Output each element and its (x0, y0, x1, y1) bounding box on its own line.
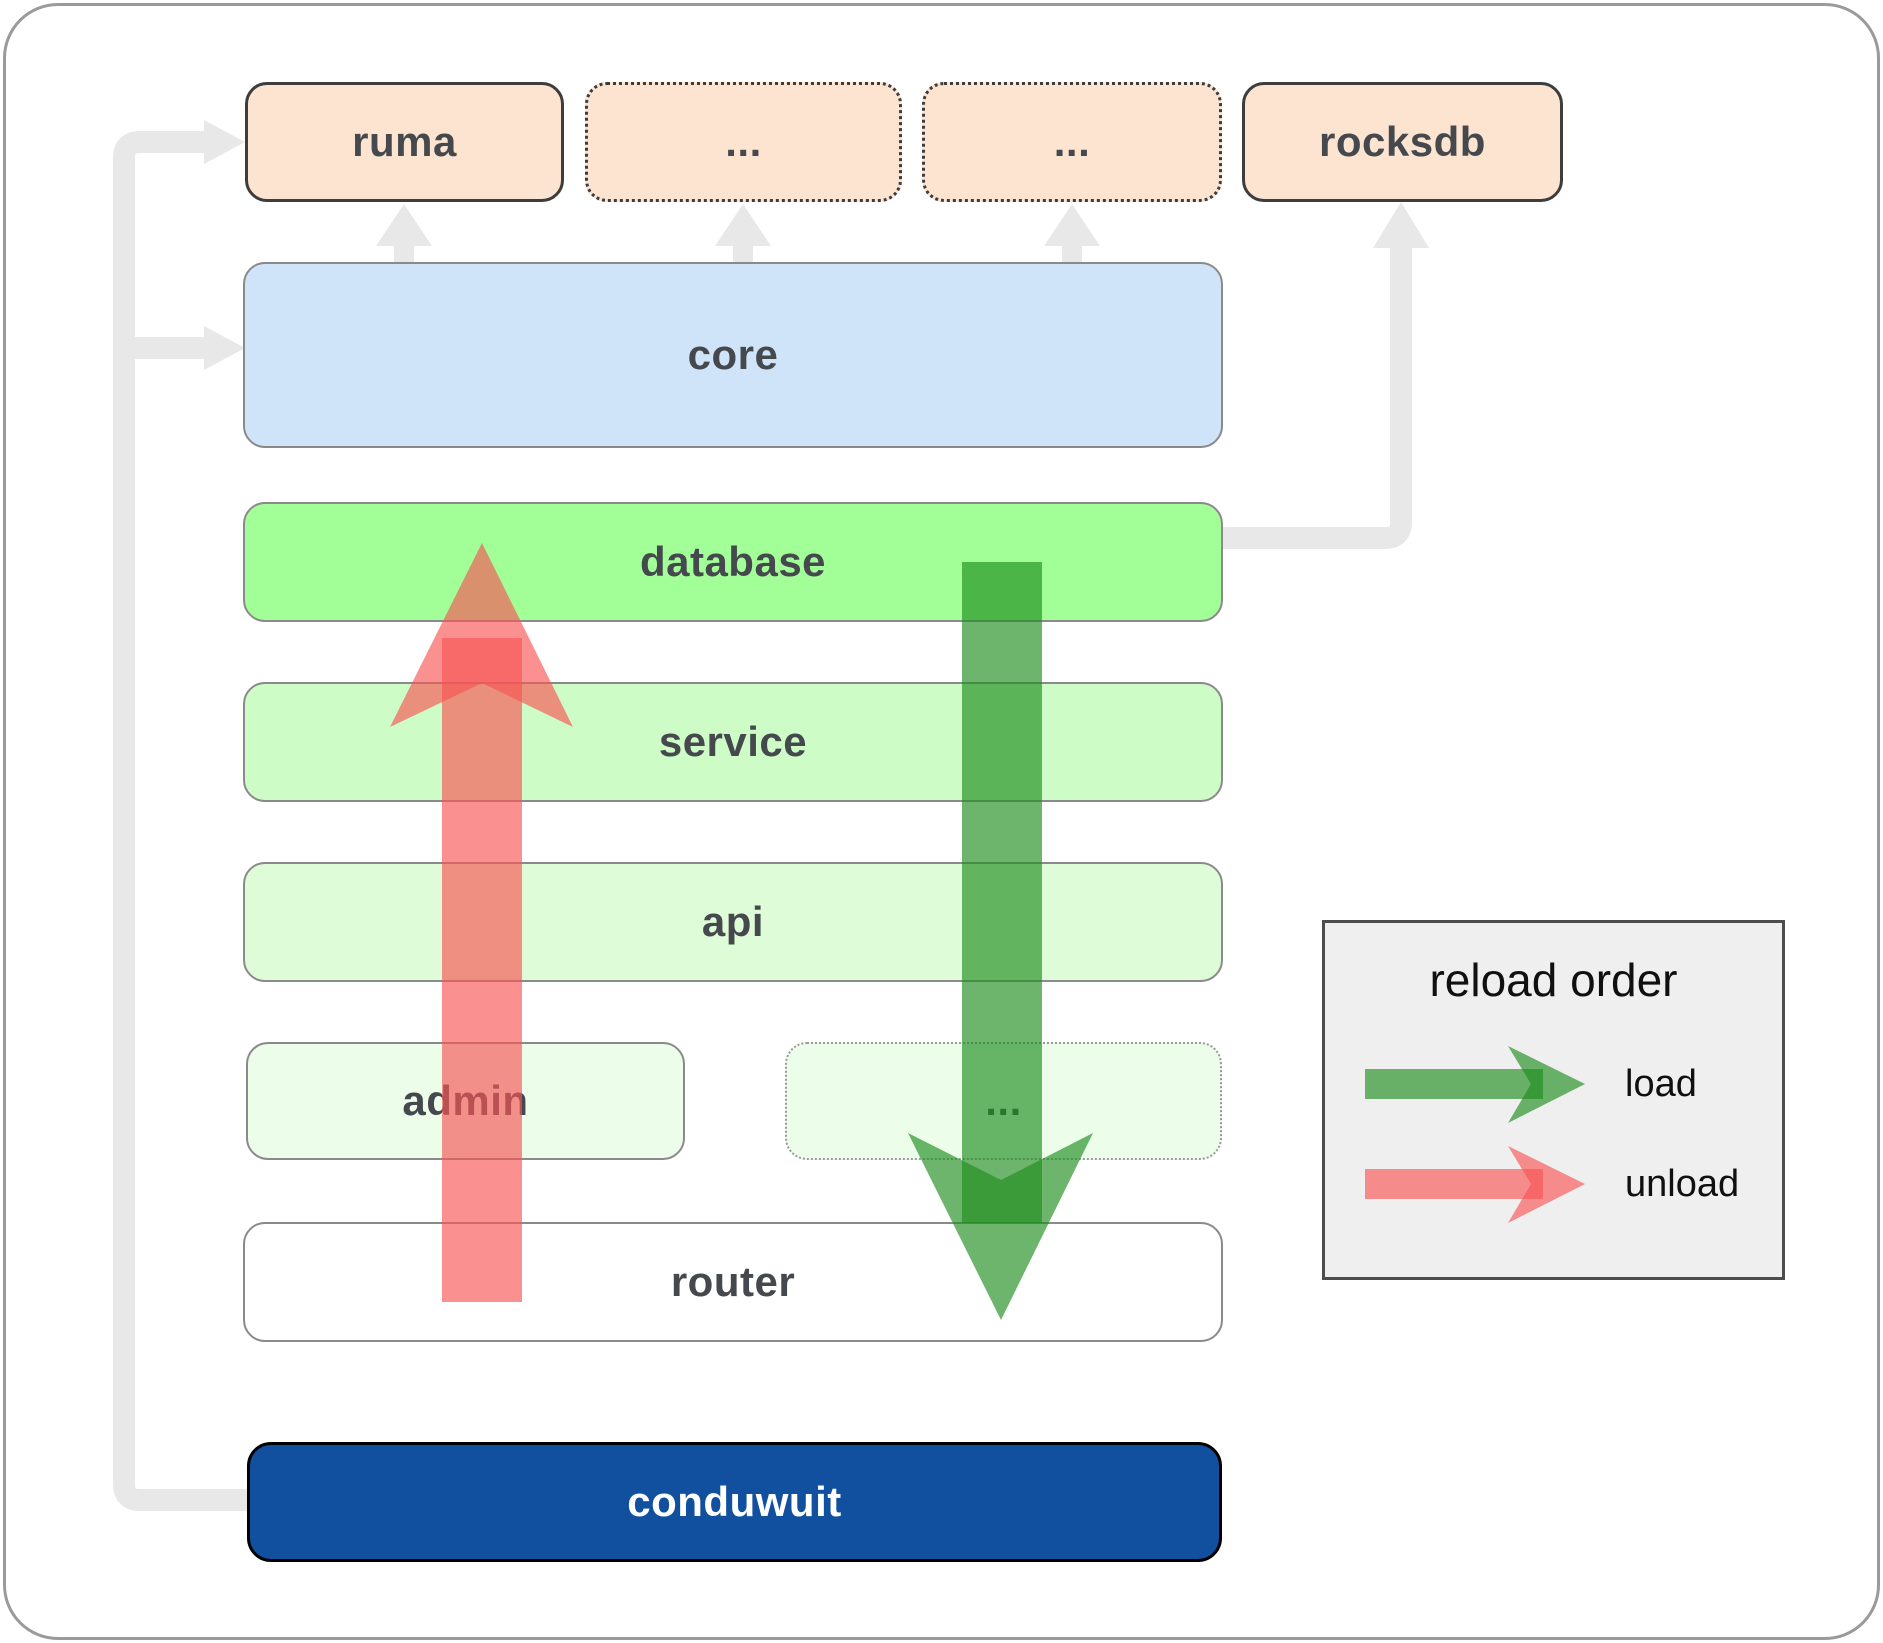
legend: reload order load unload (1322, 920, 1785, 1280)
box-core: core (243, 262, 1223, 448)
box-module-dots-b: ... (922, 82, 1222, 202)
legend-unload-arrow-icon (1365, 1146, 1585, 1223)
legend-item-load: load (1625, 1063, 1697, 1105)
connector-core-to-ruma (376, 204, 432, 264)
connector-conduwuit-to-ruma (113, 131, 250, 1511)
box-conduwuit: conduwuit (247, 1442, 1222, 1562)
box-rocksdb-label: rocksdb (1319, 118, 1486, 165)
box-module-dots-a: ... (585, 82, 902, 202)
connector-core-to-dots-b (1044, 204, 1100, 264)
arrowhead-into-rocksdb-icon (1373, 202, 1429, 248)
box-service-label: service (658, 718, 808, 765)
load-arrow (908, 562, 1093, 1320)
box-module-dots-b-label: ... (1053, 118, 1091, 165)
box-ruma: ruma (245, 82, 564, 202)
legend-title: reload order (1429, 954, 1678, 1006)
legend-load-arrow-icon (1365, 1046, 1585, 1123)
legend-item-unload: unload (1625, 1163, 1740, 1205)
connector-core-to-dots-a (715, 204, 771, 264)
box-conduwuit-label: conduwuit (627, 1478, 842, 1525)
box-core-label: core (687, 331, 779, 378)
box-database: database (243, 502, 1223, 622)
arrowhead-into-core-icon (204, 326, 245, 370)
arrowhead-into-ruma-icon (204, 120, 245, 164)
box-router-label: router (670, 1258, 796, 1305)
box-api-label: api (701, 898, 765, 945)
box-ruma-label: ruma (352, 118, 457, 165)
box-router: router (243, 1222, 1223, 1342)
box-module-dots-a-label: ... (725, 118, 762, 165)
box-database-label: database (639, 538, 827, 585)
box-rocksdb: rocksdb (1242, 82, 1563, 202)
load-arrowhead-icon (908, 1133, 1093, 1320)
connector-database-to-rocksdb (1223, 244, 1412, 549)
box-api: api (243, 862, 1223, 982)
unload-arrow (390, 543, 573, 1302)
unload-arrowhead-icon (390, 543, 573, 727)
legend-arrows (1365, 1046, 1585, 1223)
